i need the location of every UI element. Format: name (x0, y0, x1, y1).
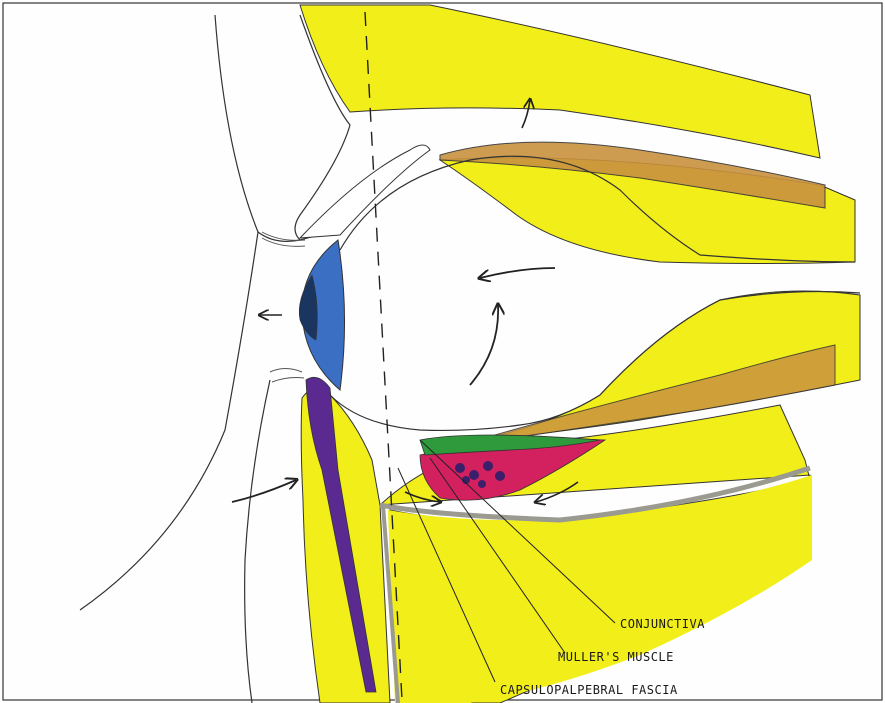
eyelashes (262, 232, 305, 382)
arrow-lower-lid-icon (232, 480, 296, 502)
skin-lower-lid (245, 380, 270, 703)
conjunctiva-label: CONJUNCTIVA (620, 617, 705, 631)
upper-tarsus (300, 145, 430, 238)
skin-upper-eyelid (215, 15, 318, 241)
mullers-muscle-label: MULLER'S MUSCLE (558, 650, 674, 664)
arrow-center-left-icon (480, 268, 555, 278)
lower-orbital-fat-body (388, 475, 812, 703)
arrow-center-up-icon (470, 305, 498, 385)
capsulopalpebral-fascia-label: CAPSULOPALPEBRAL FASCIA (500, 683, 678, 697)
upper-orbital-fat (300, 5, 820, 158)
skin-lower-face (80, 232, 258, 610)
